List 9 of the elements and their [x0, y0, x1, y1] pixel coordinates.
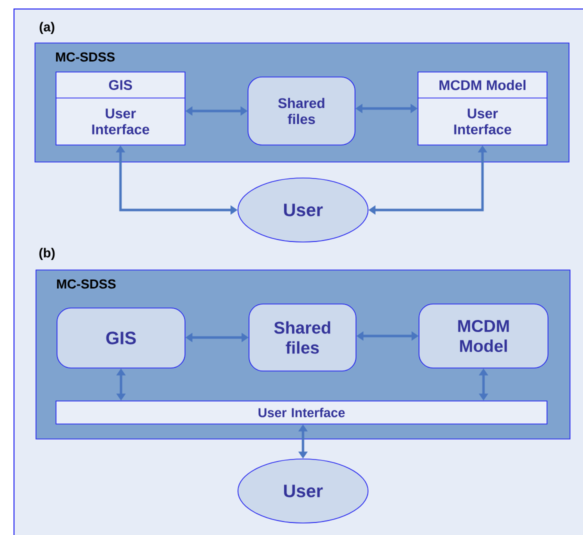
component-box: MCDM Model — [418, 304, 548, 368]
panel-label: (a) — [40, 22, 54, 34]
component-box: Shared files — [248, 76, 356, 146]
component-box: GIS User Interface — [56, 72, 186, 146]
component-box: GIS — [56, 308, 186, 368]
component-box: MCDM Model User Interface — [418, 72, 548, 146]
panel-label: (b) — [39, 248, 55, 260]
interface-bar: User Interface — [56, 400, 548, 424]
component-box: Shared files — [248, 304, 356, 372]
